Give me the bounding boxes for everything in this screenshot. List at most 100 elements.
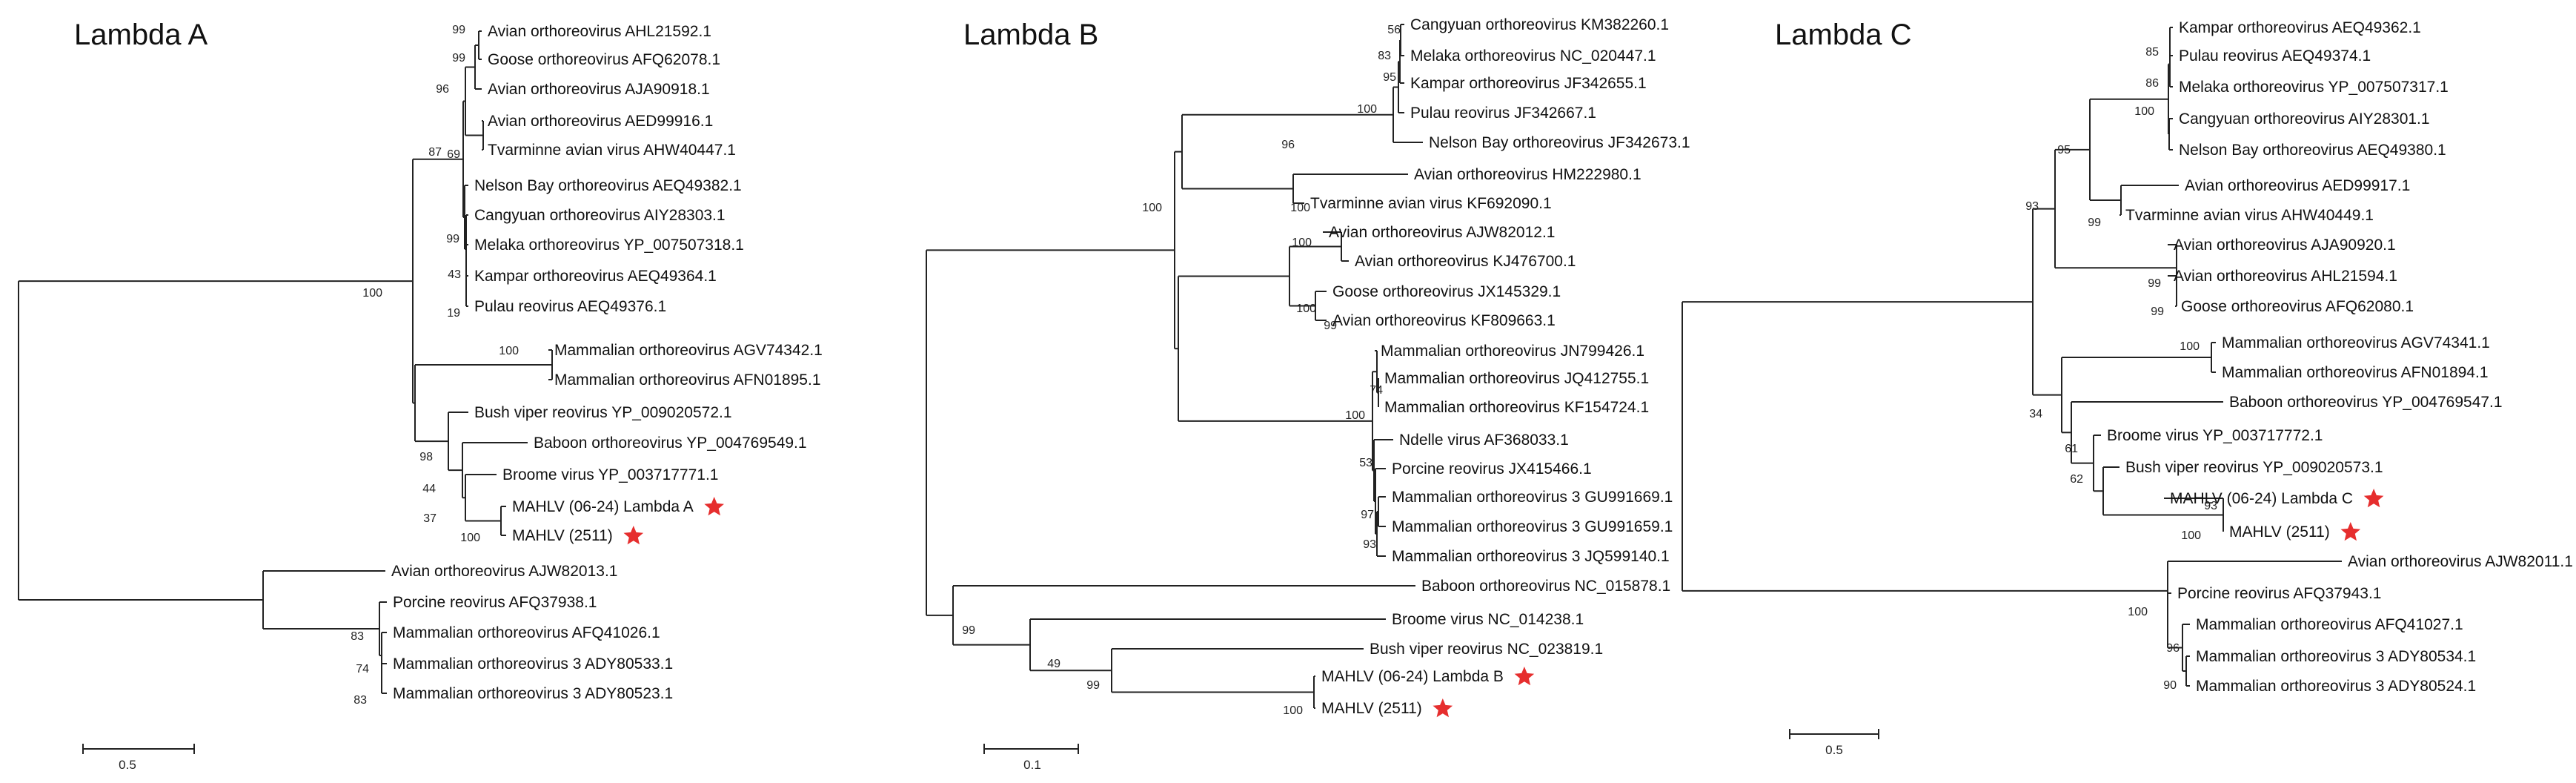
leaf-label: Broome virus YP_003717772.1 bbox=[2107, 427, 2323, 444]
leaf-label: Nelson Bay orthoreovirus JF342673.1 bbox=[1429, 134, 1690, 151]
support-value: 99 bbox=[2088, 217, 2101, 229]
star-icon bbox=[1514, 667, 1535, 686]
support-value: 93 bbox=[2025, 200, 2039, 213]
leaf-label: Avian orthoreovirus KF809663.1 bbox=[1332, 312, 1556, 329]
leaf-label: Mammalian orthoreovirus 3 ADY80523.1 bbox=[393, 685, 673, 702]
support-value: 100 bbox=[460, 532, 480, 544]
leaf-label: Melaka orthoreovirus NC_020447.1 bbox=[1410, 47, 1656, 65]
leaf-label: Porcine reovirus JX415466.1 bbox=[1392, 460, 1592, 478]
leaf-label: Nelson Bay orthoreovirus AEQ49382.1 bbox=[474, 177, 742, 194]
support-value: 99 bbox=[446, 233, 459, 245]
leaf-label: Avian orthoreovirus AJA90920.1 bbox=[2174, 237, 2396, 254]
leaf-label: Kampar orthoreovirus JF342655.1 bbox=[1410, 75, 1647, 92]
leaf-label: MAHLV (06-24) Lambda A bbox=[512, 498, 694, 515]
support-value: 34 bbox=[2029, 408, 2042, 420]
scale-bar-label: 0.5 bbox=[1825, 743, 1843, 757]
leaf-label: Broome virus YP_003717771.1 bbox=[502, 466, 718, 483]
support-value: 96 bbox=[436, 83, 449, 96]
support-value: 86 bbox=[2145, 77, 2159, 90]
scale-bar-label: 0.1 bbox=[1023, 758, 1041, 772]
leaf-label: Mammalian orthoreovirus 3 JQ599140.1 bbox=[1392, 548, 1670, 565]
support-value: 96 bbox=[1281, 139, 1295, 151]
leaf-label: Kampar orthoreovirus AEQ49364.1 bbox=[474, 268, 717, 285]
leaf-label: Mammalian orthoreovirus 3 ADY80534.1 bbox=[2196, 648, 2476, 665]
support-value: 99 bbox=[2151, 305, 2164, 318]
leaf-label: Baboon orthoreovirus YP_004769549.1 bbox=[534, 435, 807, 452]
leaf-label: MAHLV (06-24) Lambda B bbox=[1321, 668, 1504, 685]
support-value: 100 bbox=[2180, 340, 2200, 353]
panel-title: Lambda A bbox=[74, 19, 208, 51]
leaf-label: Pulau reovirus AEQ49374.1 bbox=[2179, 47, 2371, 65]
panel-title: Lambda B bbox=[963, 19, 1098, 51]
leaf-label: Avian orthoreovirus AHL21592.1 bbox=[488, 23, 711, 40]
leaf-label: Melaka orthoreovirus YP_007507317.1 bbox=[2179, 79, 2449, 96]
leaf-label: MAHLV (2511) bbox=[2229, 523, 2330, 541]
support-value: 90 bbox=[2163, 679, 2177, 692]
support-value: 74 bbox=[1370, 384, 1383, 397]
leaf-label: Tvarminne avian virus AHW40447.1 bbox=[488, 142, 736, 159]
leaf-label: Mammalian orthoreovirus AFN01894.1 bbox=[2222, 364, 2489, 381]
leaf-label: Baboon orthoreovirus YP_004769547.1 bbox=[2229, 394, 2503, 411]
support-value: 93 bbox=[1363, 538, 1376, 551]
leaf-label: Mammalian orthoreovirus 3 ADY80524.1 bbox=[2196, 678, 2476, 695]
support-value: 61 bbox=[2065, 443, 2078, 455]
support-value: 100 bbox=[1142, 202, 1162, 214]
support-value: 69 bbox=[447, 148, 460, 161]
support-value: 74 bbox=[356, 663, 369, 675]
leaf-label: Mammalian orthoreovirus AFQ41026.1 bbox=[393, 624, 660, 641]
star-icon bbox=[1433, 698, 1453, 718]
leaf-label: Tvarminne avian virus AHW40449.1 bbox=[2125, 207, 2374, 224]
leaf-label: MAHLV (2511) bbox=[1321, 700, 1422, 717]
support-value: 96 bbox=[2166, 642, 2180, 655]
leaf-label: Bush viper reovirus YP_009020573.1 bbox=[2125, 459, 2383, 476]
leaf-label: Avian orthoreovirus AED99917.1 bbox=[2185, 177, 2410, 194]
leaf-label: Cangyuan orthoreovirus AIY28301.1 bbox=[2179, 110, 2430, 128]
leaf-label: Mammalian orthoreovirus AFQ41027.1 bbox=[2196, 616, 2463, 633]
panel-title: Lambda C bbox=[1775, 19, 1912, 51]
support-value: 98 bbox=[419, 451, 433, 463]
support-value: 56 bbox=[1387, 24, 1401, 36]
leaf-label: Porcine reovirus AFQ37943.1 bbox=[2177, 585, 2381, 602]
support-value: 100 bbox=[499, 345, 519, 357]
leaf-label: Mammalian orthoreovirus 3 GU991669.1 bbox=[1392, 489, 1673, 506]
leaf-label: Avian orthoreovirus AED99916.1 bbox=[488, 113, 713, 130]
leaf-label: Bush viper reovirus YP_009020572.1 bbox=[474, 404, 732, 421]
star-icon bbox=[2363, 489, 2384, 508]
leaf-label: Bush viper reovirus NC_023819.1 bbox=[1370, 641, 1603, 658]
leaf-label: Mammalian orthoreovirus 3 GU991659.1 bbox=[1392, 518, 1673, 535]
support-value: 100 bbox=[2134, 105, 2154, 118]
support-value: 100 bbox=[2128, 606, 2148, 618]
leaf-label: Ndelle virus AF368033.1 bbox=[1399, 432, 1569, 449]
leaf-label: Mammalian orthoreovirus AGV74342.1 bbox=[554, 342, 823, 359]
leaf-label: Cangyuan orthoreovirus KM382260.1 bbox=[1410, 16, 1669, 33]
support-value: 37 bbox=[423, 512, 436, 525]
leaf-label: MAHLV (2511) bbox=[512, 527, 613, 544]
support-value: 100 bbox=[362, 287, 382, 300]
support-value: 44 bbox=[422, 483, 436, 495]
support-value: 49 bbox=[1047, 658, 1060, 670]
leaf-label: Avian orthoreovirus AJW82012.1 bbox=[1329, 224, 1555, 241]
leaf-label: Kampar orthoreovirus AEQ49362.1 bbox=[2179, 19, 2421, 36]
leaf-label: Mammalian orthoreovirus KF154724.1 bbox=[1384, 399, 1649, 416]
support-value: 99 bbox=[2148, 277, 2161, 290]
support-value: 100 bbox=[1296, 303, 1316, 315]
tree-panel-2: Lambda B Cangyuan orthoreovirus KM382260.… bbox=[926, 16, 1690, 772]
leaf-label: Goose orthoreovirus AFQ62080.1 bbox=[2181, 298, 2414, 315]
star-icon bbox=[704, 497, 724, 516]
support-value: 100 bbox=[1290, 202, 1310, 214]
scale-bar-label: 0.5 bbox=[119, 758, 136, 772]
support-value: 99 bbox=[452, 52, 465, 65]
leaf-label: Nelson Bay orthoreovirus AEQ49380.1 bbox=[2179, 142, 2446, 159]
support-value: 97 bbox=[1361, 509, 1374, 521]
support-value: 100 bbox=[2181, 529, 2201, 542]
support-value: 87 bbox=[428, 146, 442, 159]
leaf-label: Mammalian orthoreovirus JQ412755.1 bbox=[1384, 370, 1649, 387]
leaf-label: Cangyuan orthoreovirus AIY28303.1 bbox=[474, 207, 726, 224]
support-value: 19 bbox=[447, 307, 460, 320]
leaf-label: Avian orthoreovirus KJ476700.1 bbox=[1355, 253, 1576, 270]
leaf-label: Tvarminne avian virus KF692090.1 bbox=[1310, 195, 1552, 212]
leaf-label: Avian orthoreovirus AHL21594.1 bbox=[2174, 268, 2397, 285]
leaf-label: Mammalian orthoreovirus AFN01895.1 bbox=[554, 371, 821, 389]
